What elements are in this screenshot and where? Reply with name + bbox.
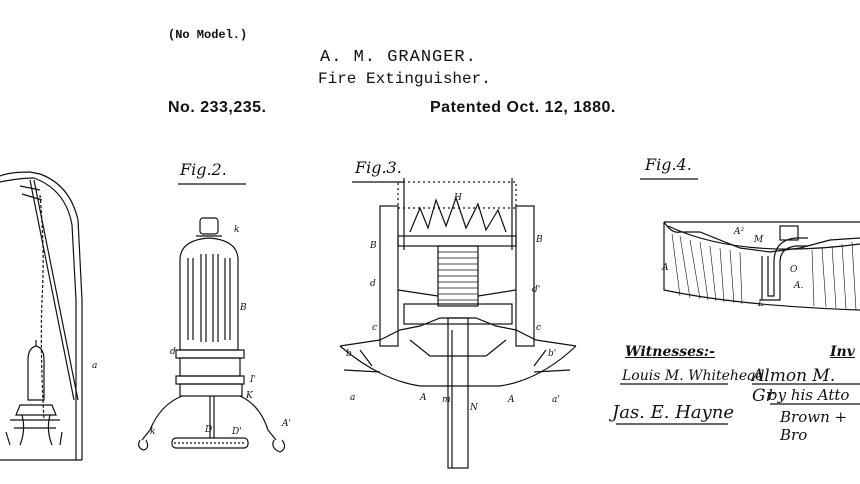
svg-text:k: k (150, 427, 155, 437)
no-model-note: (No Model.) (168, 28, 248, 42)
inventor-signature: Almon M. Gr (752, 366, 836, 406)
fig-4-label: Fig.4. (645, 155, 692, 174)
svg-text:A: A (507, 395, 515, 405)
figure-2-drawing (138, 217, 286, 453)
svg-text:b: b (346, 349, 352, 359)
figure-3-drawing (339, 178, 577, 469)
attorney-signature: Brown + Bro (780, 408, 848, 444)
svg-text:L: L (757, 299, 764, 309)
svg-text:c: c (372, 323, 377, 333)
svg-text:c: c (536, 323, 541, 333)
svg-text:H: H (453, 193, 462, 203)
svg-text:I': I' (249, 375, 256, 385)
svg-text:A': A' (281, 419, 291, 429)
svg-text:O: O (790, 265, 798, 275)
svg-text:K: K (245, 391, 254, 401)
svg-text:k: k (234, 225, 239, 235)
svg-text:d': d' (532, 285, 540, 295)
svg-text:b': b' (548, 349, 556, 359)
svg-text:A²: A² (733, 227, 744, 237)
svg-text:d: d (370, 279, 376, 289)
svg-text:N: N (469, 403, 479, 413)
svg-text:m: m (442, 395, 451, 405)
svg-text:A: A (419, 393, 427, 403)
inventor-heading: Inv (830, 344, 855, 360)
fig-3-label: Fig.3. (355, 158, 402, 177)
patent-number: No. 233,235. (168, 99, 267, 116)
svg-text:D': D' (231, 427, 242, 437)
svg-text:B: B (535, 235, 543, 245)
svg-text:B: B (239, 303, 247, 313)
inventor-name: A. M. GRANGER. (320, 48, 477, 67)
figure-1-drawing (0, 171, 83, 461)
svg-text:A.: A. (793, 281, 803, 291)
svg-text:a': a' (552, 395, 560, 405)
figure-4-drawing (663, 221, 860, 311)
reference-letters: a k B I' K d k A' D' D H B d B d' b b' a… (92, 193, 803, 437)
witness-signature-2: Jas. E. Hayne (612, 402, 735, 423)
fig-2-label: Fig.2. (180, 160, 227, 179)
witnesses-heading: Witnesses:- (625, 344, 715, 360)
svg-text:d: d (170, 347, 176, 357)
svg-text:a: a (92, 361, 97, 371)
witness-signature-1: Louis M. Whitehead (622, 368, 765, 384)
svg-text:M: M (753, 235, 764, 245)
svg-text:a: a (350, 393, 355, 403)
patent-title: Fire Extinguisher. (318, 70, 491, 88)
svg-text:A: A (661, 263, 669, 273)
svg-text:D: D (204, 425, 212, 435)
attorney-by-line: by his Atto (768, 386, 850, 404)
patent-date: Patented Oct. 12, 1880. (430, 99, 616, 116)
svg-text:B: B (369, 241, 377, 251)
